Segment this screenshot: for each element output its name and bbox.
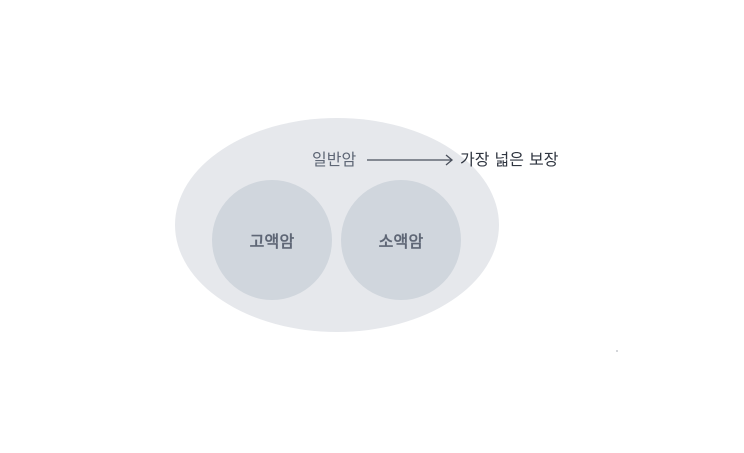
- decorative-dot: [616, 350, 618, 352]
- widest-coverage-annotation: 가장 넓은 보장: [460, 150, 559, 169]
- high-amount-cancer-label: 고액암: [249, 232, 295, 251]
- high-amount-cancer-circle: 고액암: [212, 180, 332, 300]
- low-amount-cancer-circle: 소액암: [341, 180, 461, 300]
- low-amount-cancer-label: 소액암: [378, 232, 424, 251]
- arrow-right-icon: [367, 154, 454, 166]
- general-cancer-label: 일반암: [312, 150, 357, 169]
